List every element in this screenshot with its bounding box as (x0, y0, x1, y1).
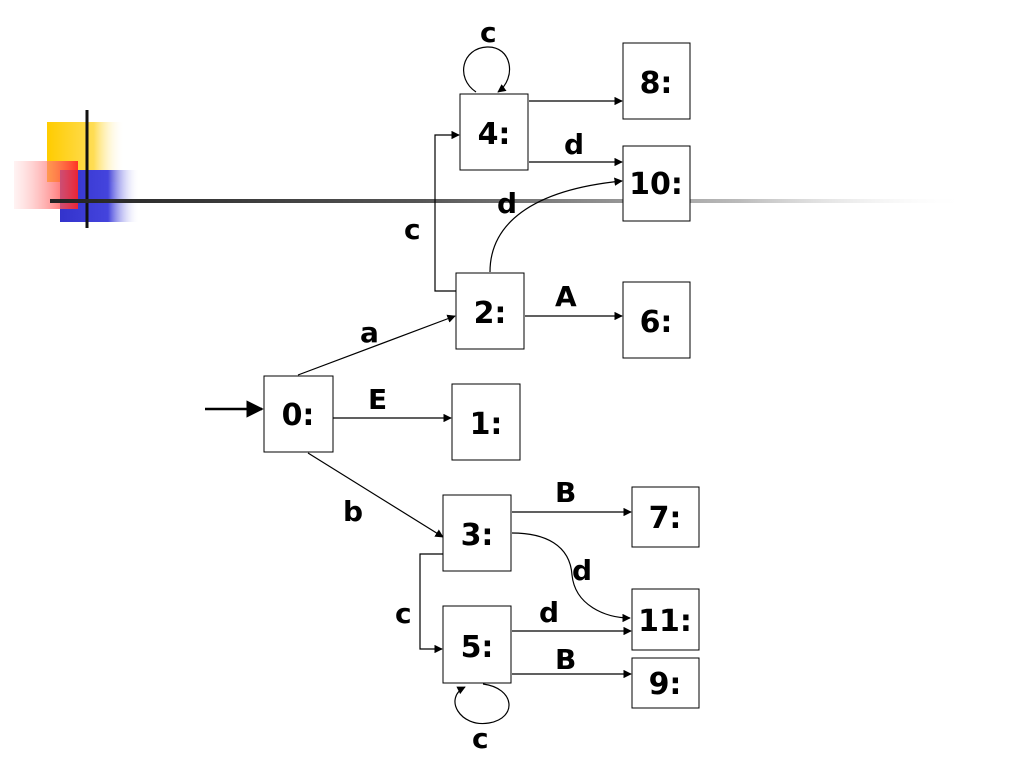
node-5-box (442, 605, 512, 684)
node-3-label: 3: (461, 518, 494, 553)
node-3-box (442, 494, 512, 572)
node-10: 10: (622, 145, 691, 222)
node-6: 6: (622, 281, 691, 359)
node-5: 5: (442, 605, 512, 684)
node-1-box (451, 383, 521, 461)
node-7: 7: (631, 486, 700, 548)
edge-label-c-5-self: c (472, 722, 489, 755)
edge-label-B-3-7: B (555, 476, 576, 509)
edge-label-c-4-self: c (480, 16, 497, 49)
node-4-box (459, 93, 529, 171)
edge-3-to-5 (419, 553, 443, 654)
node-8: 8: (622, 42, 691, 120)
node-9: 9: (631, 657, 700, 709)
node-3: 3: (442, 494, 512, 572)
node-7-box (631, 486, 700, 548)
edge-label-a: a (360, 316, 379, 349)
edge-label-c-3-5: c (395, 597, 412, 630)
node-11: 11: (631, 588, 700, 651)
edge-label-d-2-10: d (497, 187, 517, 220)
nodes: 0: 1: 2: 3: 4: 5: 6: 7: (263, 42, 700, 709)
node-2-label: 2: (474, 296, 507, 331)
edge-4-self-loop (463, 46, 511, 93)
edge-2-to-4 (434, 130, 460, 292)
node-1-label: 1: (470, 407, 503, 442)
node-0: 0: (263, 375, 334, 453)
node-0-label: 0: (282, 398, 315, 433)
edge-label-B-5-9: B (555, 643, 576, 676)
edge-labels: a E b c d A c d B d c d B c (343, 16, 592, 755)
node-5-label: 5: (461, 630, 494, 665)
deco-horizontal-rule (50, 199, 970, 203)
edge-label-d-3-11: d (572, 554, 592, 587)
node-6-label: 6: (640, 305, 673, 340)
edge-label-c-2-4: c (404, 213, 421, 246)
node-10-label: 10: (629, 167, 683, 202)
node-1: 1: (451, 383, 521, 461)
edge-2-to-10 (489, 177, 623, 273)
node-2-box (455, 272, 525, 350)
edge-label-d-4-10: d (564, 128, 584, 161)
edges (205, 46, 632, 725)
node-7-label: 7: (649, 501, 682, 536)
edge-3-to-11 (511, 532, 631, 623)
node-2: 2: (455, 272, 525, 350)
node-8-box (622, 42, 691, 120)
edge-label-E: E (368, 383, 387, 416)
edge-0-to-2 (297, 314, 456, 376)
edge-label-b: b (343, 495, 363, 528)
node-9-box (631, 657, 700, 709)
edge-5-self-loop (454, 683, 510, 725)
node-0-box (263, 375, 334, 453)
edge-label-d-5-11: d (539, 596, 559, 629)
edge-0-to-3 (307, 452, 444, 538)
node-9-label: 9: (649, 667, 682, 702)
node-10-box (622, 145, 691, 222)
slide-decoration (14, 110, 970, 228)
node-8-label: 8: (640, 66, 673, 101)
node-6-box (622, 281, 691, 359)
node-11-label: 11: (638, 604, 692, 639)
node-4-label: 4: (478, 117, 511, 152)
edge-label-A: A (555, 280, 577, 313)
node-4: 4: (459, 93, 529, 171)
node-11-box (631, 588, 700, 651)
